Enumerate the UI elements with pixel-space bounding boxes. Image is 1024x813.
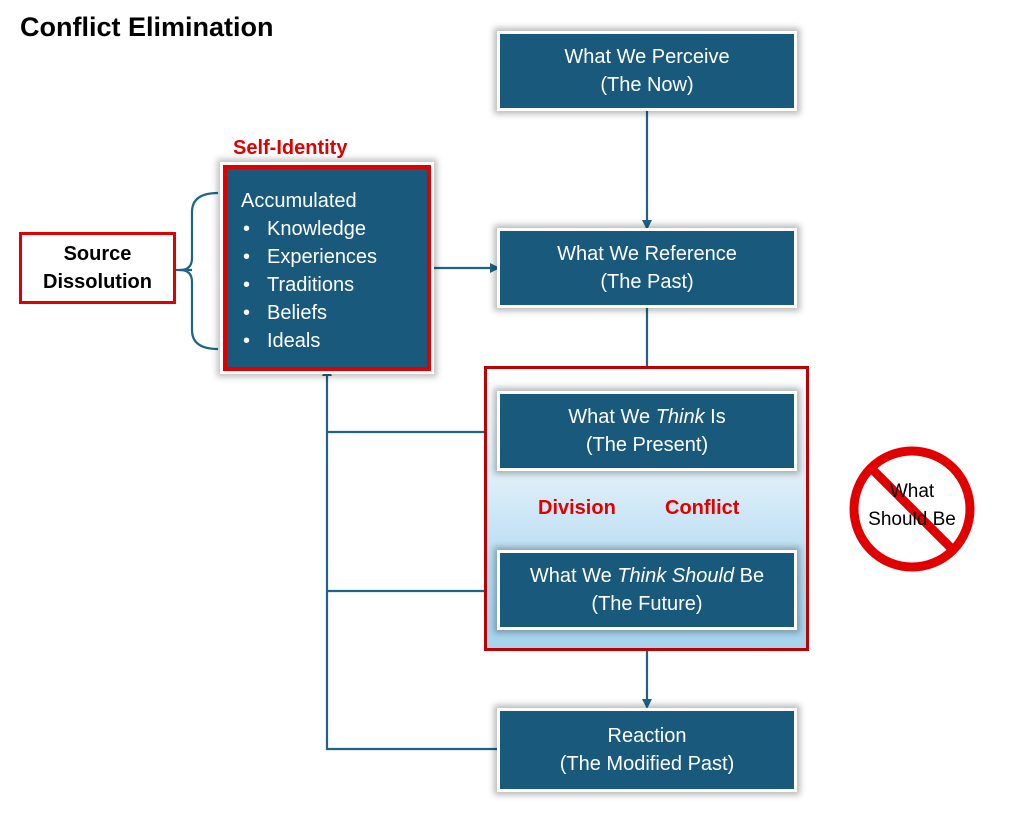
self-identity-label: Self-Identity — [233, 137, 348, 159]
page-title: Conflict Elimination — [20, 12, 274, 42]
list-item: Beliefs — [241, 299, 427, 327]
conflict-label: Conflict — [665, 497, 740, 519]
think-is-italic: Think — [655, 406, 705, 428]
accumulated-list: Knowledge Experiences Traditions Beliefs… — [241, 215, 427, 355]
perceive-box: What We Perceive (The Now) — [497, 31, 797, 111]
should-be-italic: Think Should — [617, 565, 735, 587]
reference-line2: (The Past) — [600, 271, 694, 293]
reaction-line2: (The Modified Past) — [559, 753, 735, 775]
think-is-box: What We Think Is (The Present) — [497, 391, 797, 471]
reference-box: What We Reference (The Past) — [497, 228, 797, 308]
division-label: Division — [538, 497, 616, 519]
should-be-box: What We Think Should Be (The Future) — [497, 550, 797, 630]
prohibited-icon — [849, 446, 975, 572]
reference-line1: What We Reference — [557, 243, 737, 265]
feedback-loop-line — [322, 366, 500, 751]
perceive-line1: What We Perceive — [564, 46, 730, 68]
should-be-prefix: What We — [529, 565, 618, 587]
no-sign-line2: Should Be — [868, 509, 956, 530]
accumulated-heading: Accumulated — [241, 190, 357, 212]
should-be-line2: (The Future) — [591, 593, 703, 615]
accumulated-content: Accumulated Knowledge Experiences Tradit… — [223, 165, 431, 371]
list-item: Experiences — [241, 243, 427, 271]
think-is-suffix: Is — [704, 406, 726, 428]
list-item: Knowledge — [241, 215, 427, 243]
list-item: Ideals — [241, 327, 427, 355]
think-is-line1: What We Think Is — [568, 403, 725, 431]
source-dissolution-box: Source Dissolution — [19, 232, 176, 304]
list-item: Traditions — [241, 271, 427, 299]
accumulated-box: Accumulated Knowledge Experiences Tradit… — [220, 162, 434, 374]
reaction-line1: Reaction — [607, 725, 687, 747]
should-be-suffix: Be — [734, 565, 765, 587]
no-sign-text: What Should Be — [849, 478, 975, 534]
should-be-line1: What We Think Should Be — [530, 562, 764, 590]
reaction-box: Reaction (The Modified Past) — [497, 708, 797, 792]
source-line1: Source — [63, 243, 132, 265]
source-line2: Dissolution — [43, 271, 152, 293]
think-is-prefix: What We — [568, 406, 656, 428]
perceive-line2: (The Now) — [600, 74, 694, 96]
think-is-line2: (The Present) — [585, 434, 709, 456]
no-sign-line1: What — [889, 481, 935, 502]
curly-brace — [179, 191, 219, 351]
